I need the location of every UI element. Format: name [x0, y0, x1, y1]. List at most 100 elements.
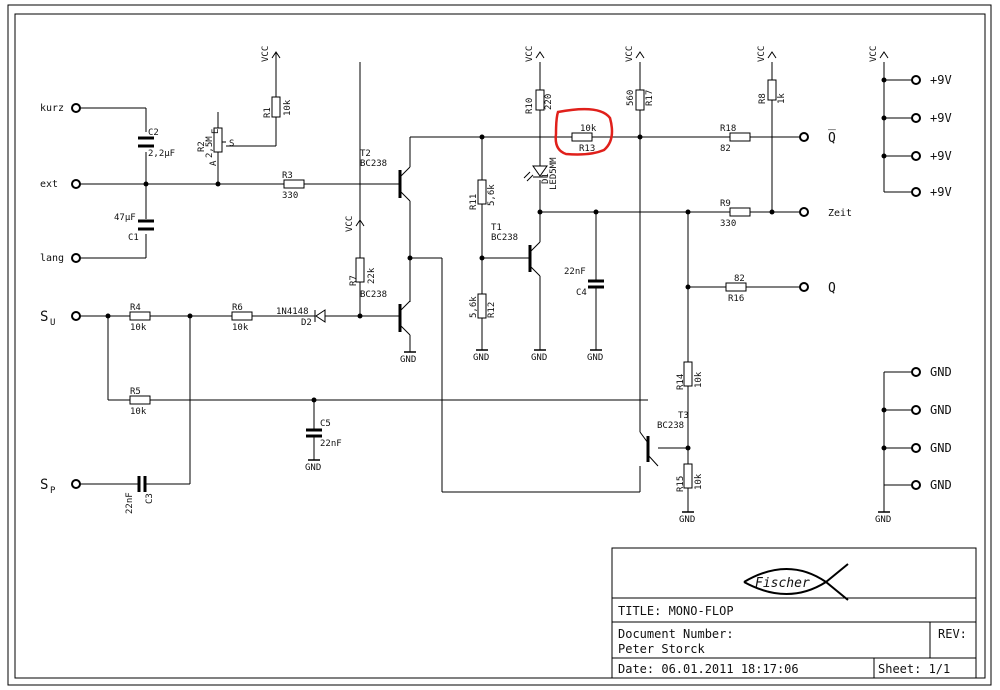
c4-name: C4 — [576, 288, 587, 298]
inner-frame — [14, 13, 986, 679]
r15-name: R15 — [676, 476, 686, 492]
capacitors — [137, 136, 604, 492]
r2-name: R2 — [197, 141, 207, 152]
label-gnd-4: GND — [930, 478, 952, 492]
label-q: Q — [828, 281, 836, 296]
doc-number-value: Peter Storck — [618, 642, 705, 656]
r14-name: R14 — [676, 374, 686, 390]
gnd-label-1: GND — [400, 355, 416, 365]
transistor-bases — [360, 315, 400, 317]
c5-value: 22nF — [320, 439, 342, 449]
r2-pin-s: S — [229, 139, 234, 149]
gnd-label-3: GND — [531, 353, 547, 363]
label-9v-4: +9V — [930, 185, 952, 199]
r3-value: 330 — [282, 191, 298, 201]
label-gnd-1: GND — [930, 365, 952, 379]
label-q-bar: Q̅ — [828, 130, 836, 146]
r7-name: R7 — [349, 275, 359, 286]
label-sp-sub: P — [50, 486, 56, 496]
r2-pin-e: E — [211, 129, 221, 134]
t4-value: BC238 — [360, 290, 387, 300]
d2-value: 1N4148 — [276, 307, 309, 317]
r1-value: 10k — [283, 99, 293, 116]
c2-value: 2,2µF — [148, 149, 175, 159]
resistor-bodies — [129, 79, 777, 489]
label-sp: S — [40, 477, 48, 493]
r11-value: 5,6k — [487, 184, 497, 206]
c3-name: C3 — [145, 493, 155, 504]
r14-value: 10k — [694, 371, 704, 388]
t2-value: BC238 — [360, 159, 387, 169]
doc-number-label: Document Number: — [618, 627, 734, 641]
vcc-label-6: VCC — [869, 46, 879, 62]
r17-value: 560 — [626, 90, 636, 106]
r2-value: 2,5M — [205, 136, 215, 158]
c2-name: C2 — [148, 128, 159, 138]
gnd-label-2: GND — [473, 353, 489, 363]
label-kurz: kurz — [40, 103, 64, 114]
r4-value: 10k — [130, 323, 147, 333]
r4-name: R4 — [130, 303, 141, 313]
outer-frame — [7, 4, 992, 686]
label-su: S — [40, 309, 48, 325]
r16-name: R16 — [728, 294, 744, 304]
gnd-label-4: GND — [587, 353, 603, 363]
fish-logo-text: Fischer — [755, 576, 810, 591]
t3-value: BC238 — [657, 421, 684, 431]
terminal-pads — [71, 75, 921, 490]
vcc-label-5: VCC — [757, 46, 767, 62]
r5-name: R5 — [130, 387, 141, 397]
r1-name: R1 — [263, 107, 273, 118]
r9-name: R9 — [720, 199, 731, 209]
r2-pin-a: A — [209, 160, 219, 166]
gnd-label-7: GND — [875, 515, 891, 525]
fish-logo — [743, 563, 849, 601]
r8-name: R8 — [758, 93, 768, 104]
label-9v-1: +9V — [930, 73, 952, 87]
c4-value: 22nF — [564, 267, 586, 277]
r10-name: R10 — [525, 98, 535, 114]
title-text: TITLE: MONO-FLOP — [618, 604, 734, 618]
highlight-circle — [554, 107, 614, 156]
wires — [80, 62, 912, 512]
r9-value: 330 — [720, 219, 736, 229]
r12-value: 5,6k — [469, 296, 479, 318]
r11-name: R11 — [469, 194, 479, 210]
r6-value: 10k — [232, 323, 249, 333]
t2-name: T2 — [360, 149, 371, 159]
t3-name: T3 — [678, 411, 689, 421]
r15-value: 10k — [694, 473, 704, 490]
r6-name: R6 — [232, 303, 243, 313]
vcc-label-4: VCC — [625, 46, 635, 62]
r16-value: 82 — [734, 274, 745, 284]
r12-name: R12 — [487, 302, 497, 318]
c3-value: 22nF — [125, 492, 135, 514]
d1-value: LED5MM — [549, 157, 559, 190]
c5-name: C5 — [320, 419, 331, 429]
r3-name: R3 — [282, 171, 293, 181]
title-block — [611, 547, 977, 679]
d1-name: D1 — [541, 173, 551, 184]
gnd-symbols — [308, 349, 890, 513]
r17-name: R17 — [645, 90, 655, 106]
vcc-label-1: VCC — [261, 46, 271, 62]
label-9v-2: +9V — [930, 111, 952, 125]
r7-value: 22k — [367, 267, 377, 284]
r10-value: 220 — [544, 94, 554, 110]
diodes — [314, 165, 548, 323]
r13-name: R13 — [579, 144, 595, 154]
r8-value: 1k — [777, 93, 787, 104]
sheet-text: Sheet: 1/1 — [878, 662, 950, 676]
junction-dots — [105, 77, 887, 451]
r18-name: R18 — [720, 124, 736, 134]
label-su-sub: U — [50, 318, 55, 328]
label-gnd-3: GND — [930, 441, 952, 455]
c1-name: C1 — [128, 233, 139, 243]
d2-name: D2 — [301, 318, 312, 328]
transistor-bars — [398, 170, 650, 462]
vcc-symbols — [271, 51, 889, 258]
vcc-label-2: VCC — [345, 216, 355, 232]
label-gnd-2: GND — [930, 403, 952, 417]
t1-value: BC238 — [491, 233, 518, 243]
label-ext: ext — [40, 179, 58, 190]
